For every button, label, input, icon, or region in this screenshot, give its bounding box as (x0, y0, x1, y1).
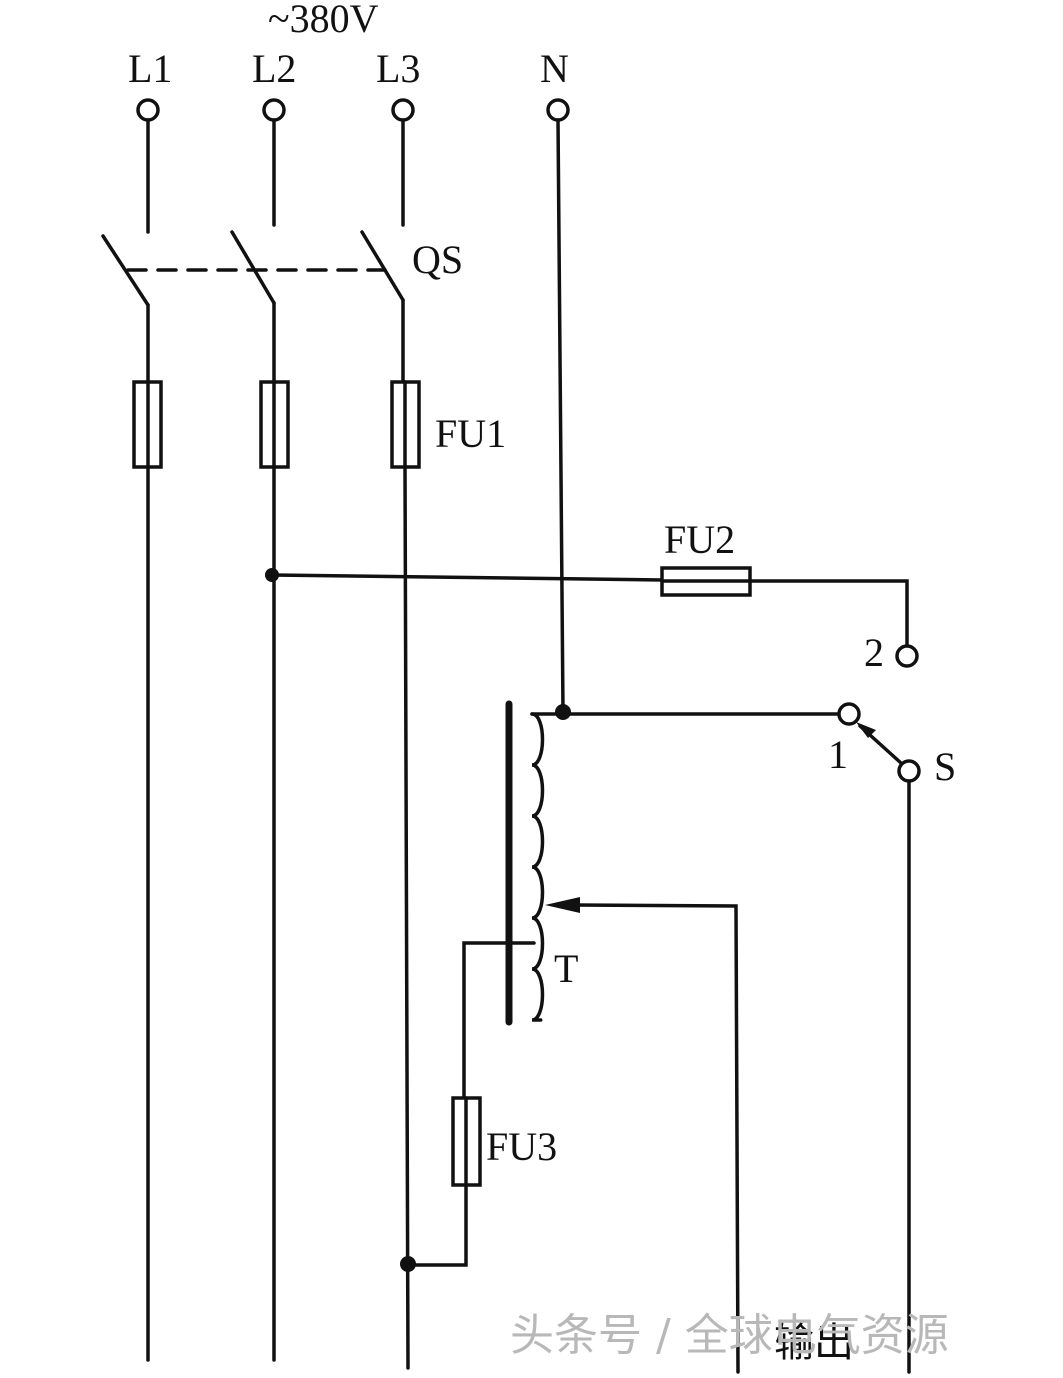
wire-tap-to-output (573, 903, 740, 1374)
switch-qs-blade-l2 (230, 230, 276, 305)
transformer-t-label: T (554, 946, 578, 991)
wire-neutral (556, 118, 565, 714)
switch-qs-blade-l1 (101, 234, 150, 307)
fuse-fu2-label: FU2 (664, 517, 735, 562)
phase-l2-label: L2 (252, 46, 296, 91)
phase-l3-label: L3 (376, 46, 420, 91)
fuse-fu1-label: FU1 (435, 411, 506, 456)
terminal-n (546, 98, 570, 122)
switch-qs-blade-l3 (360, 230, 405, 302)
wire-fu3-to-l3 (406, 1183, 468, 1267)
wire-l2-to-fu2 (270, 573, 664, 582)
wire-winding-to-fu3 (462, 941, 536, 1100)
wire-fu2-to-pos2 (748, 579, 909, 648)
terminal-l1 (136, 98, 160, 122)
neutral-n-label: N (540, 46, 569, 91)
wire-l3-main (403, 465, 410, 1370)
selector-pos1-label: 1 (828, 732, 848, 777)
watermark-text: 头条号 / 全球电气资源 (510, 1310, 949, 1361)
selector-pos2-label: 2 (864, 630, 884, 675)
phase-l1-label: L1 (128, 46, 172, 91)
terminal-l2 (262, 98, 286, 122)
transformer-winding (530, 712, 545, 1022)
transformer-tap-arrow-icon (545, 897, 580, 913)
junction-transformer-top (555, 704, 571, 720)
junction-l3 (400, 1256, 416, 1272)
terminal-l3 (391, 98, 415, 122)
supply-voltage-label: ~380V (268, 0, 379, 41)
fuse-fu3-label: FU3 (486, 1124, 557, 1169)
switch-qs-label: QS (412, 237, 463, 282)
selector-terminal-1 (837, 702, 861, 726)
selector-arrow-icon (856, 722, 876, 738)
selector-terminal-2 (895, 644, 919, 668)
selector-s-label: S (934, 744, 956, 789)
output-label: 输出 (774, 1320, 854, 1365)
